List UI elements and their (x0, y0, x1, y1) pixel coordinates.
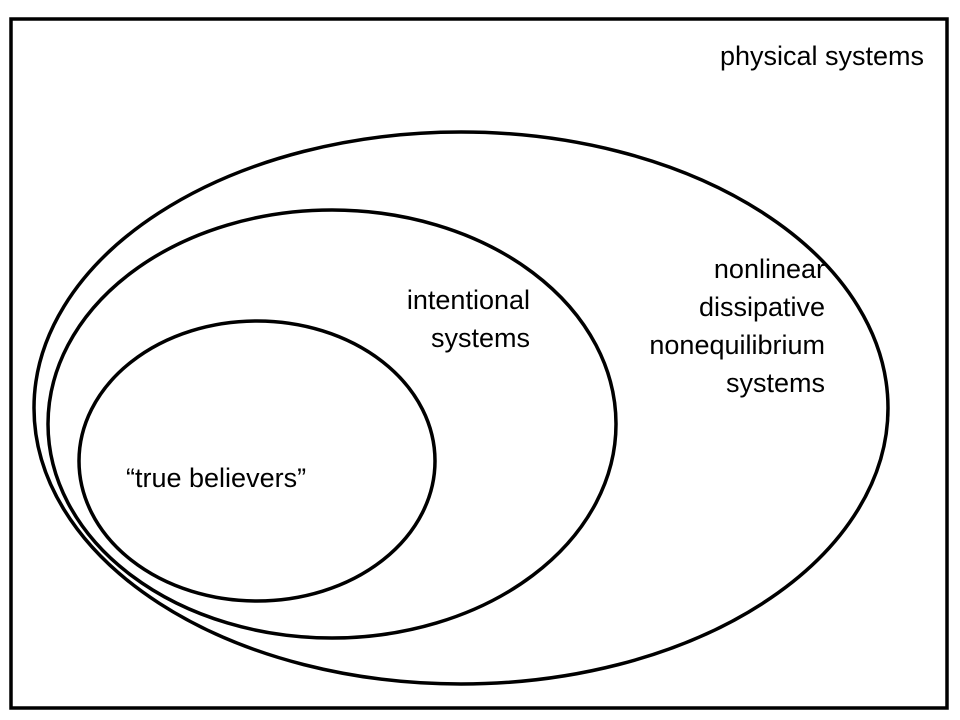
nonlinear-systems-ellipse (32, 130, 890, 686)
physical-systems-line-1: physical systems (719, 41, 924, 71)
intentional-systems-line-1: intentional (406, 285, 530, 315)
physical-systems-boundary (9, 17, 949, 710)
nonlinear-systems-line-2: dissipative (698, 292, 825, 322)
nonlinear-systems-label: nonlinear dissipative nonequilibrium sys… (649, 250, 825, 402)
nonlinear-systems-line-4: systems (725, 368, 825, 398)
nonlinear-systems-line-1: nonlinear (713, 254, 825, 284)
true-believers-label: “true believers” (126, 459, 306, 497)
physical-systems-label: physical systems (720, 37, 924, 75)
intentional-systems-label: intentional systems (407, 281, 530, 357)
intentional-systems-ellipse (46, 208, 618, 640)
intentional-systems-line-2: systems (430, 323, 530, 353)
true-believers-line-1: “true believers” (126, 463, 307, 493)
nonlinear-systems-line-3: nonequilibrium (649, 330, 825, 360)
true-believers-ellipse (77, 319, 437, 603)
